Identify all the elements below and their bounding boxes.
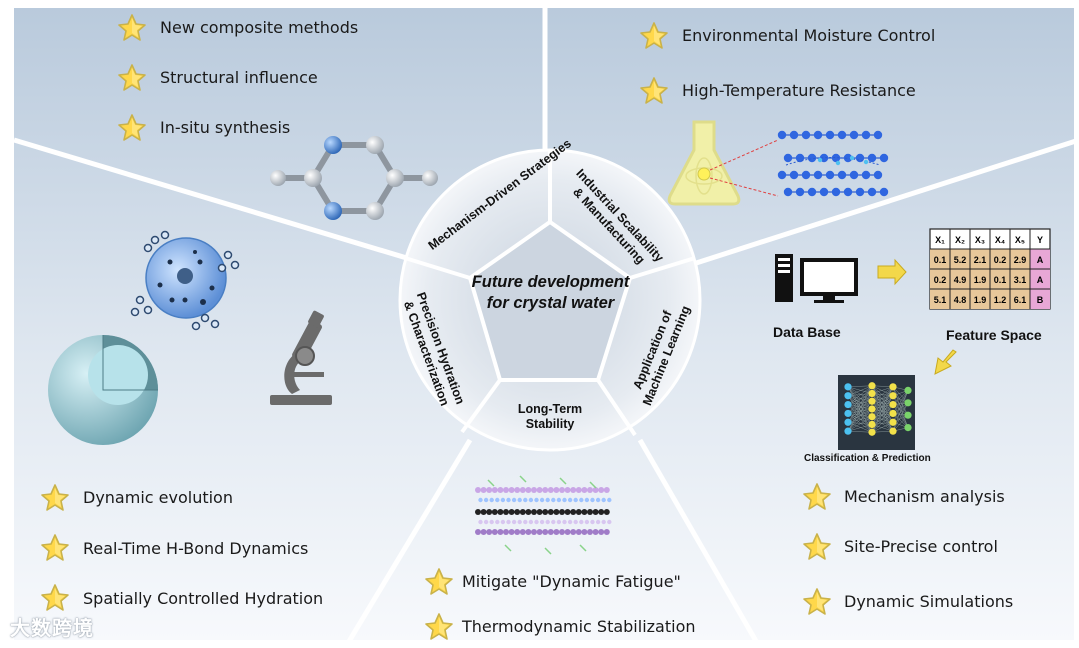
table-cell: 0.2 xyxy=(994,255,1007,265)
list-item: Environmental Moisture Control xyxy=(682,26,936,45)
panel-dividers xyxy=(13,0,1079,648)
microscope-icon xyxy=(270,310,332,405)
table-cell: 3.1 xyxy=(1014,275,1027,285)
list-item: In-situ synthesis xyxy=(160,118,291,137)
computer-icon xyxy=(775,254,858,303)
classification-label: Classification & Prediction xyxy=(804,453,931,464)
center-title: Future development for crystal water xyxy=(471,273,630,312)
flask-icon xyxy=(667,120,741,206)
table-header-cell: X₁ xyxy=(935,235,945,245)
table-cell: 2.9 xyxy=(1014,255,1027,265)
list-item: New composite methods xyxy=(160,18,359,37)
table-cell: 2.1 xyxy=(974,255,987,265)
table-cell: 1.9 xyxy=(974,295,987,305)
table-header-cell: X₅ xyxy=(1015,235,1025,245)
list-item: Mechanism analysis xyxy=(844,487,1005,506)
table-cell: 0.1 xyxy=(934,255,947,265)
hydrated-particle-icon xyxy=(130,230,240,331)
table-cell: 1.9 xyxy=(974,275,987,285)
list-item: Real-Time H-Bond Dynamics xyxy=(83,539,309,558)
list-item: Spatially Controlled Hydration xyxy=(83,589,324,608)
zoom-lines xyxy=(709,139,779,197)
wheel-spokes xyxy=(404,150,696,437)
feature-space-label: Feature Space xyxy=(946,327,1042,343)
crystal-lattice-icon xyxy=(777,130,889,197)
watermark: 大数跨境 xyxy=(10,616,94,640)
center-pentagon xyxy=(467,219,633,382)
list-item: Site-Precise control xyxy=(844,537,998,556)
table-cell: 6.1 xyxy=(1014,295,1027,305)
molecule-icon xyxy=(270,136,438,220)
table-cell: 5.2 xyxy=(954,255,967,265)
arrow-right-icon xyxy=(877,258,907,286)
table-cell: 4.8 xyxy=(954,295,967,305)
table-header-cell: X₃ xyxy=(975,235,985,245)
list-item: Structural influence xyxy=(160,68,318,87)
layered-crystal-icon xyxy=(475,475,612,555)
table-cell: A xyxy=(1037,275,1044,285)
data-base-label: Data Base xyxy=(773,324,841,340)
table-cell: B xyxy=(1037,295,1044,305)
list-item: Mitigate "Dynamic Fatigue" xyxy=(462,572,681,591)
table-cell: 0.1 xyxy=(994,275,1007,285)
list-item: Dynamic Simulations xyxy=(844,592,1014,611)
core-shell-sphere-icon xyxy=(48,335,158,445)
segment-stability: Long-Term Stability xyxy=(517,402,583,431)
table-cell: 5.1 xyxy=(934,295,947,305)
table-header-cell: Y xyxy=(1037,235,1043,245)
table-cell: 4.9 xyxy=(954,275,967,285)
arrow-down-left-icon xyxy=(934,349,957,375)
list-item: High-Temperature Resistance xyxy=(682,81,916,100)
table-cell: 0.2 xyxy=(934,275,947,285)
list-item: Dynamic evolution xyxy=(83,488,233,507)
neural-network-icon xyxy=(838,375,915,450)
table-header-cell: X₂ xyxy=(955,235,965,245)
table-cell: 1.2 xyxy=(994,295,1007,305)
table-header-cell: X₄ xyxy=(995,235,1005,245)
table-cell: A xyxy=(1037,255,1044,265)
list-item: Thermodynamic Stabilization xyxy=(462,617,696,636)
